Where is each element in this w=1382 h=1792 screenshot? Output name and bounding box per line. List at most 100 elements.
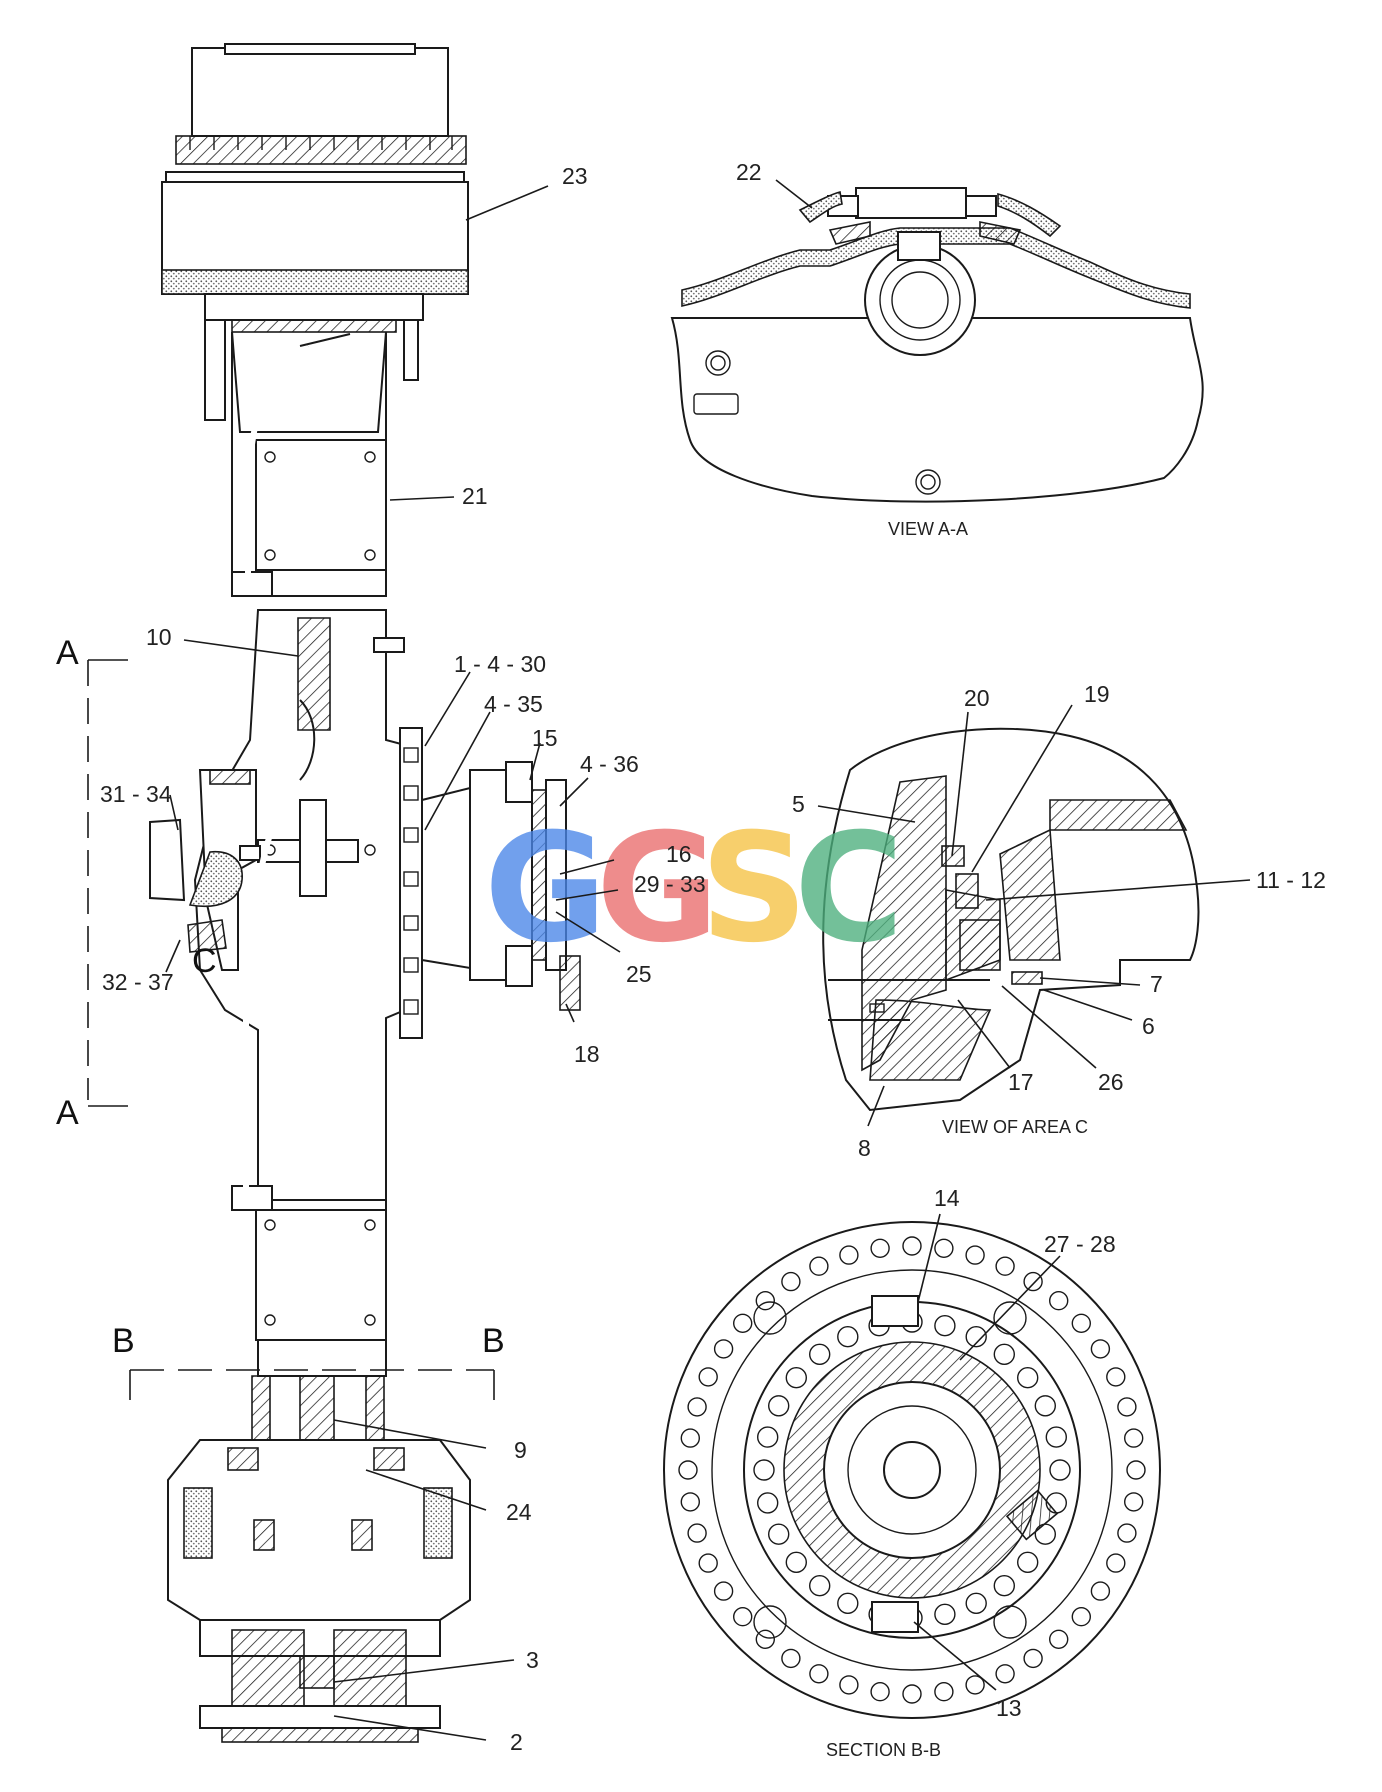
callout-11-12: 11 - 12 [1256,867,1326,893]
bolt-hole [753,1459,775,1481]
callout-labels: 23 22 21 10 1 - 4 - 30 4 - 35 15 4 - 36 … [100,159,1326,1755]
callout-29-33: 29 - 33 [634,871,706,897]
callout-7: 7 [1150,971,1163,997]
bolt-hole [785,1366,807,1389]
watermark-letter-4: C [794,802,904,976]
section-mark-a-bottom: A [56,1094,79,1132]
callout-18: 18 [574,1041,600,1067]
center-housing [149,609,581,1201]
caption-view-aa: VIEW A-A [888,519,968,539]
bolt-hole [1117,1523,1137,1543]
section-bb: SECTION B-B [663,1221,1161,1760]
callout-3: 3 [526,1647,539,1673]
caption-section-bb: SECTION B-B [826,1740,941,1760]
bolt-hole [934,1681,954,1702]
callout-13: 13 [996,1695,1022,1721]
section-a-markers: A A C [56,634,217,1132]
callout-4-35: 4 - 35 [484,691,543,717]
callout-8: 8 [858,1135,871,1161]
final-drive-top [161,43,469,421]
bolt-hole [755,1290,775,1311]
bolt-hole [733,1313,753,1334]
callout-32-37: 32 - 37 [102,969,174,995]
bolt-hole [768,1523,790,1545]
bolt-hole [965,1325,987,1348]
axle-assembly [149,43,581,1743]
bolt-hole [768,1395,790,1417]
section-b-markers: B B [112,1322,505,1400]
bolt-hole [687,1397,707,1417]
section-mark-b-right: B [482,1322,505,1360]
callout-26: 26 [1098,1069,1124,1095]
bolt-hole [965,1675,985,1695]
bolt-hole [678,1460,698,1480]
bolt-hole [1016,1366,1039,1389]
callout-22: 22 [736,159,762,185]
watermark-letter-3: S [700,802,808,976]
callout-20: 20 [964,685,990,711]
bolt-hole [809,1343,831,1366]
callout-17: 17 [1008,1069,1034,1095]
final-drive-bottom [167,1375,471,1743]
bolt-hole [902,1684,922,1704]
bolt-hole [687,1523,707,1543]
callout-19: 19 [1084,681,1110,707]
bolt-hole [698,1553,718,1573]
callout-23: 23 [562,163,588,189]
bolt-hole [785,1551,807,1574]
callout-31-34: 31 - 34 [100,781,172,807]
bolt-hole [995,1256,1015,1276]
callout-15: 15 [532,725,558,751]
bolt-hole [1123,1492,1144,1512]
callout-6: 6 [1142,1013,1155,1039]
caption-view-c: VIEW OF AREA C [942,1117,1088,1137]
bolt-hole [1090,1339,1111,1359]
bolt-hole [1034,1395,1057,1417]
callout-9: 9 [514,1437,527,1463]
bolt-hole [1117,1397,1137,1417]
bolt-hole [837,1325,859,1348]
bolt-hole [781,1648,801,1669]
bolt-hole [1106,1367,1126,1387]
callout-14: 14 [934,1185,960,1211]
bolt-hole [713,1339,734,1359]
detail-mark-c: C [192,942,217,980]
view-aa: VIEW A-A [670,187,1204,539]
bolt-hole [934,1314,956,1337]
bolt-hole [1016,1551,1039,1574]
callout-25: 25 [626,961,652,987]
callout-1-4-30: 1 - 4 - 30 [454,651,546,677]
bolt-hole [809,1256,829,1276]
bolt-hole [1045,1426,1068,1448]
callout-24: 24 [506,1499,532,1525]
watermark: G G S C [484,802,904,976]
view-area-c: VIEW OF AREA C [822,727,1200,1137]
watermark-letter-1: G [484,802,607,976]
bolt-hole [809,1574,831,1597]
bolt-hole [993,1343,1015,1366]
bolt-hole [870,1238,890,1259]
bolt-hole [698,1367,718,1387]
callout-21: 21 [462,483,488,509]
bolt-hole [680,1492,700,1512]
section-mark-b-left: B [112,1322,135,1360]
bolt-hole [934,1238,954,1259]
bolt-hole [713,1581,734,1601]
upper-tube [231,331,387,597]
bolt-hole [995,1664,1015,1684]
bolt-hole [1126,1460,1146,1480]
bolt-hole [1071,1606,1092,1627]
bolt-hole [755,1629,775,1650]
callout-10: 10 [146,624,172,650]
bolt-hole [902,1236,922,1256]
watermark-letter-2: G [596,802,719,976]
leader-lines [165,179,1251,1741]
section-mark-a-top: A [56,634,79,672]
callout-5: 5 [792,791,805,817]
bolt-hole [1106,1553,1126,1573]
bolt-hole [965,1592,987,1615]
bolt-hole [1090,1581,1111,1601]
bolt-hole [1071,1313,1092,1334]
bolt-hole [1023,1648,1043,1669]
